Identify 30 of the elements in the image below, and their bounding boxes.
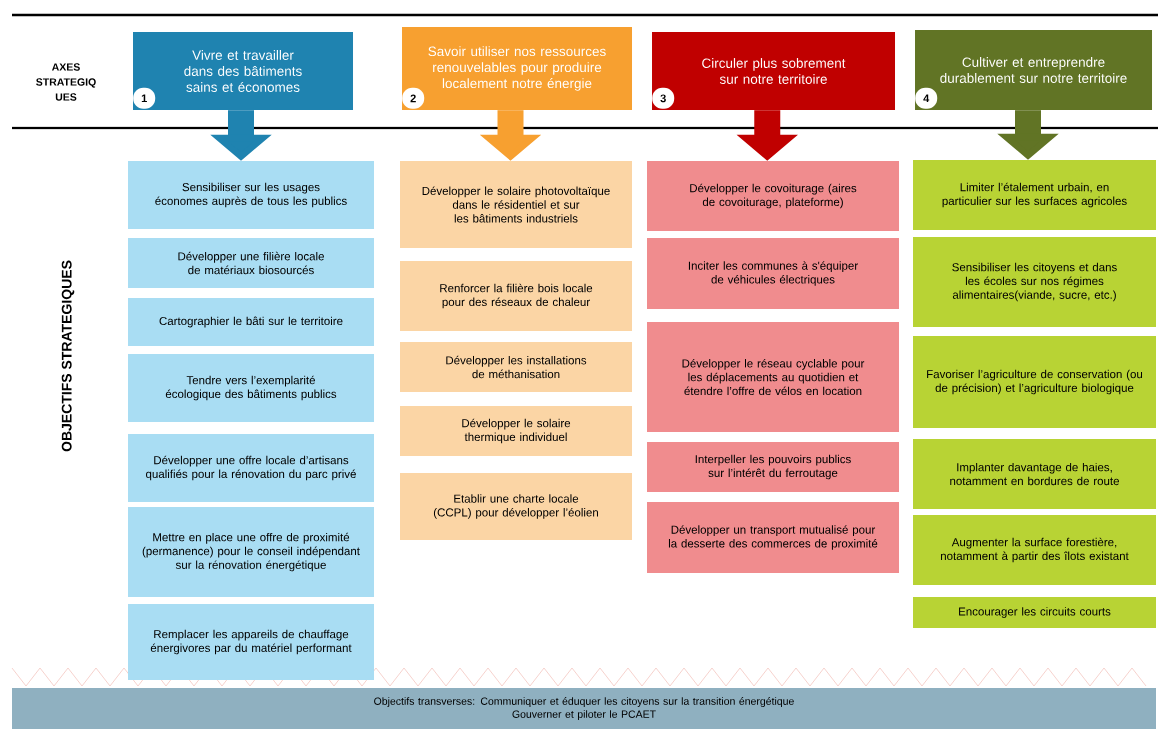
transverse-band: Objectifs transverses: Communiquer et éduquer les citoyens sur la transition énergétique Gouverner et piloter le PCAET <box>12 688 1156 729</box>
objective-box: Développer une filière locale de matériaux biosourcés <box>128 238 374 288</box>
objective-box: Limiter l’étalement urbain, en particulier sur les surfaces agricoles <box>913 160 1156 230</box>
objective-box: Renforcer la filière bois locale pour des réseaux de chaleur <box>400 261 632 331</box>
objective-box: Sensibiliser sur les usages économes auprès de tous les publics <box>128 161 374 229</box>
objective-box: Sensibiliser les citoyens et dans les écoles sur nos régimes alimentaires(viande, sucre, etc.) <box>913 237 1156 327</box>
objective-box: Encourager les circuits courts <box>913 597 1156 628</box>
objective-box: Implanter davantage de haies, notamment en bordures de route <box>913 439 1156 509</box>
row-heading: AXES STRATEGIQ UES <box>36 63 96 101</box>
objective-box: Etablir une charte locale (CCPL) pour développer l’éolien <box>400 473 632 540</box>
objective-box: Mettre en place une offre de proximité (permanence) pour le conseil indépendant sur la rénovation énergétique <box>128 507 374 597</box>
objective-box: Tendre vers l’exemplarité écologique des bâtiments publics <box>128 354 374 422</box>
objective-box: Inciter les communes à s'équiper de véhicules électriques <box>647 238 899 309</box>
objective-box: Favoriser l’agriculture de conservation (ou de précision) et l’agriculture biologique <box>913 336 1156 428</box>
objective-box: Développer le covoiturage (aires de covoiturage, plateforme) <box>647 161 899 231</box>
objective-box: Interpeller les pouvoirs publics sur l’intérêt du ferroutage <box>647 442 899 492</box>
row-heading: OBJECTIFS STRATEGIQUES <box>61 260 75 452</box>
objective-box: Cartographier le bâti sur le territoire <box>128 298 374 346</box>
number-tab: 3 <box>652 87 675 109</box>
objective-box: Augmenter la surface forestière, notamment à partir des îlots existant <box>913 515 1156 585</box>
number-tab: 1 <box>133 87 156 109</box>
objective-box: Développer le solaire photovoltaïque dans le résidentiel et sur les bâtiments industriels <box>400 161 632 248</box>
objective-box: Développer un transport mutualisé pour la desserte des commerces de proximité <box>647 502 899 573</box>
objective-box: Développer les installations de méthanisation <box>400 342 632 392</box>
objective-box: Développer une offre locale d’artisans qualifiés pour la rénovation du parc privé <box>128 434 374 502</box>
number-tab: 4 <box>915 87 938 109</box>
objective-box: Développer le réseau cyclable pour les déplacements au quotidien et étendre l’offre de vélos en location <box>647 322 899 432</box>
objective-box: Remplacer les appareils de chauffage énergivores par du matériel performant <box>128 604 374 680</box>
objective-box: Développer le solaire thermique individuel <box>400 406 632 456</box>
number-tab: 2 <box>402 87 425 109</box>
